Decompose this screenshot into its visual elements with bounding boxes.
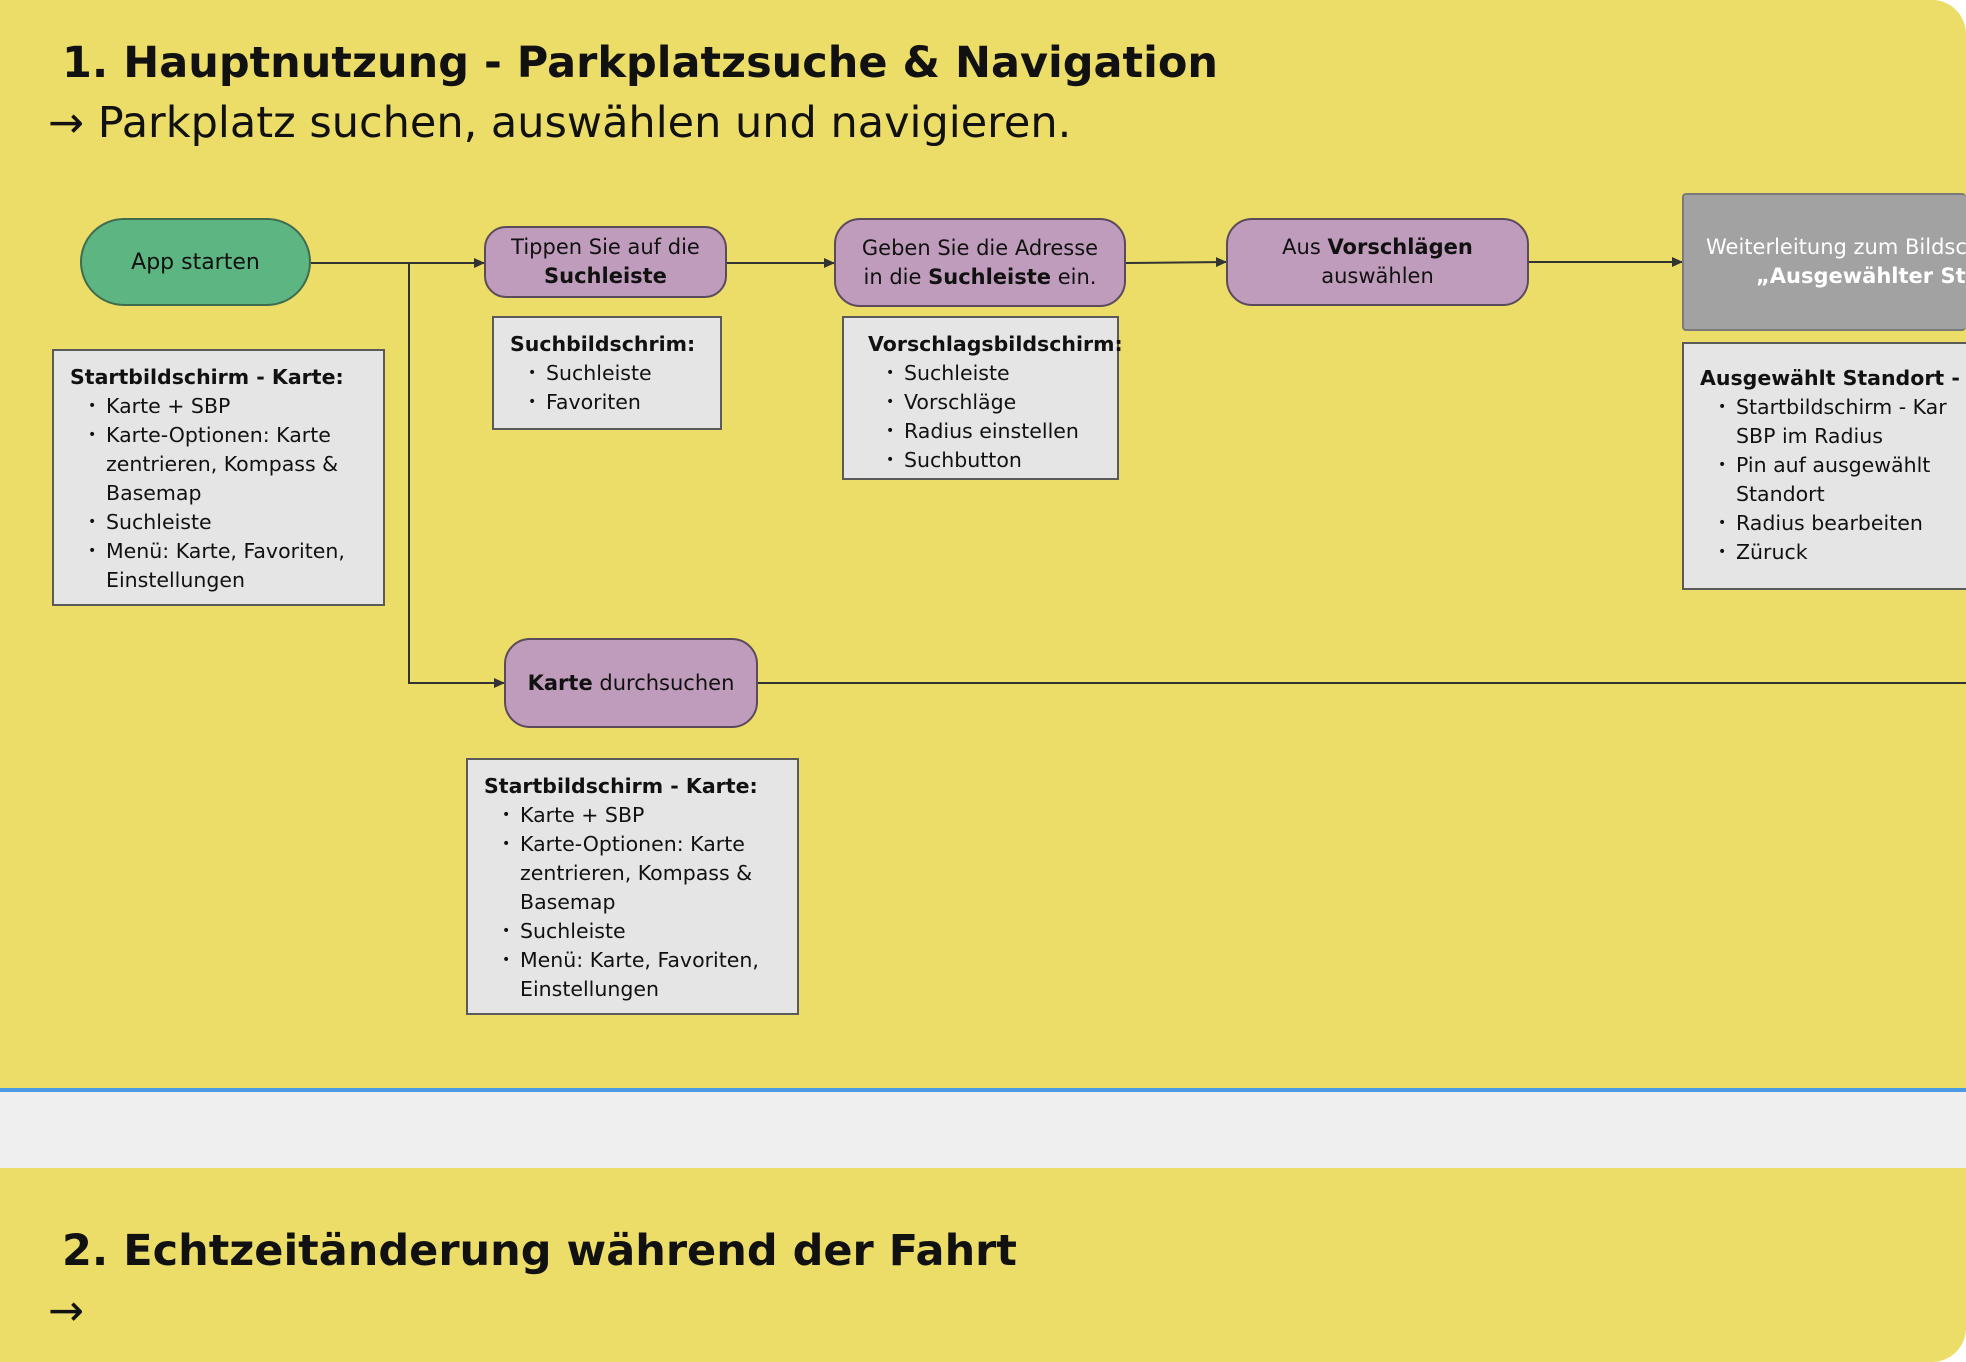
list-item: Startbildschirm - Kar — [1718, 393, 1952, 422]
list-item: Suchleiste — [886, 359, 1103, 388]
list-item: Menü: Karte, Favoriten, Einstellungen — [88, 537, 369, 595]
node-redirect-line2: „Ausgewählter Stando — [1756, 264, 1966, 288]
node-choose-pre: Aus — [1282, 235, 1328, 259]
note-selected-location-title: Ausgewählt Standort - Ka — [1700, 366, 1966, 390]
list-item: Karte-Optionen: Karte zentrieren, Kompas… — [88, 421, 369, 508]
list-item-continued: SBP im Radius — [1720, 422, 1952, 451]
list-item: Suchbutton — [886, 446, 1103, 475]
section-2-subtitle: → — [48, 1286, 85, 1336]
note-suggestion-screen: Vorschlagsbildschirm: Suchleiste Vorschl… — [842, 316, 1123, 480]
list-item-continued: Standort — [1736, 482, 1825, 506]
list-item: Radius bearbeiten — [1718, 509, 1952, 538]
node-browse-map: Karte durchsuchen — [504, 638, 758, 728]
node-app-start-label: App starten — [131, 249, 260, 275]
list-item: Radius einstellen — [886, 417, 1103, 446]
list-item: Suchleiste — [528, 359, 706, 388]
list-item-continued-text: SBP im Radius — [1736, 424, 1883, 448]
list-item: Pin auf ausgewählt — [1718, 451, 1952, 480]
node-redirect-line1: Weiterleitung zum Bildsc — [1706, 235, 1966, 259]
list-item: Züruck — [1718, 538, 1952, 567]
node-app-start: App starten — [80, 218, 311, 306]
node-enter-address-line1: Geben Sie die Adresse — [861, 235, 1099, 260]
section-2-title: 2. Echtzeitänderung während der Fahrt — [62, 1226, 1017, 1276]
section-1-title: 1. Hauptnutzung - Parkplatzsuche & Navig… — [62, 38, 1219, 88]
note-search-screen-list: Suchleiste Favoriten — [510, 359, 706, 417]
note-browse-screen: Startbildschirm - Karte: Karte + SBP Kar… — [466, 758, 799, 1015]
section-2-panel — [0, 1168, 1966, 1362]
list-item: Karte + SBP — [88, 392, 369, 421]
node-tap-searchbar-bold: Suchleiste — [544, 264, 667, 288]
list-item: Favoriten — [528, 388, 706, 417]
list-item: Vorschläge — [886, 388, 1103, 417]
node-choose-bold: Vorschlägen — [1327, 235, 1473, 259]
edge-start-to-browse — [408, 263, 505, 688]
node-browse-bold: Karte — [527, 670, 593, 695]
note-search-screen-title: Suchbildschrim: — [510, 332, 696, 356]
node-browse-post: durchsuchen — [592, 670, 735, 695]
node-enter-address-post: ein. — [1051, 264, 1097, 289]
section-divider — [0, 1088, 1966, 1168]
node-enter-address: Geben Sie die Adresse in die Suchleiste e… — [834, 218, 1126, 307]
node-redirect-selected-location: Weiterleitung zum Bildsc „Ausgewählter S… — [1682, 193, 1966, 331]
note-start-screen-list: Karte + SBP Karte-Optionen: Karte zentri… — [70, 392, 369, 595]
list-item: Suchleiste — [502, 917, 783, 946]
note-search-screen: Suchbildschrim: Suchleiste Favoriten — [492, 316, 722, 430]
list-item: Karte + SBP — [502, 801, 783, 830]
note-selected-location-screen: Ausgewählt Standort - Ka Startbildschirm… — [1682, 342, 1966, 590]
note-browse-screen-title: Startbildschirm - Karte: — [484, 774, 758, 798]
note-suggestion-screen-list: Suchleiste Vorschläge Radius einstellen … — [868, 359, 1103, 475]
note-selected-location-list: Startbildschirm - Kar SBP im Radius Pin … — [1700, 393, 1952, 567]
node-choose-suggestion: Aus Vorschlägen auswählen — [1226, 218, 1529, 306]
note-start-screen: Startbildschirm - Karte: Karte + SBP Kar… — [52, 349, 385, 606]
node-tap-searchbar-text: Tippen Sie auf die — [511, 235, 700, 259]
section-1-subtitle: → Parkplatz suchen, auswählen und navigi… — [48, 98, 1072, 148]
note-suggestion-screen-title: Vorschlagsbildschirm: — [868, 332, 1123, 356]
note-start-screen-title: Startbildschirm - Karte: — [70, 365, 344, 389]
section-divider-line — [0, 1088, 1966, 1092]
node-choose-line2: auswählen — [1321, 264, 1434, 288]
list-item: Menü: Karte, Favoriten, Einstellungen — [502, 946, 783, 1004]
edge-enter-to-choose — [1125, 257, 1227, 268]
list-item: Karte-Optionen: Karte zentrieren, Kompas… — [502, 830, 783, 917]
note-browse-screen-list: Karte + SBP Karte-Optionen: Karte zentri… — [484, 801, 783, 1004]
list-item: Suchleiste — [88, 508, 369, 537]
node-enter-address-pre: in die — [863, 264, 929, 289]
node-enter-address-bold: Suchleiste — [928, 264, 1052, 289]
